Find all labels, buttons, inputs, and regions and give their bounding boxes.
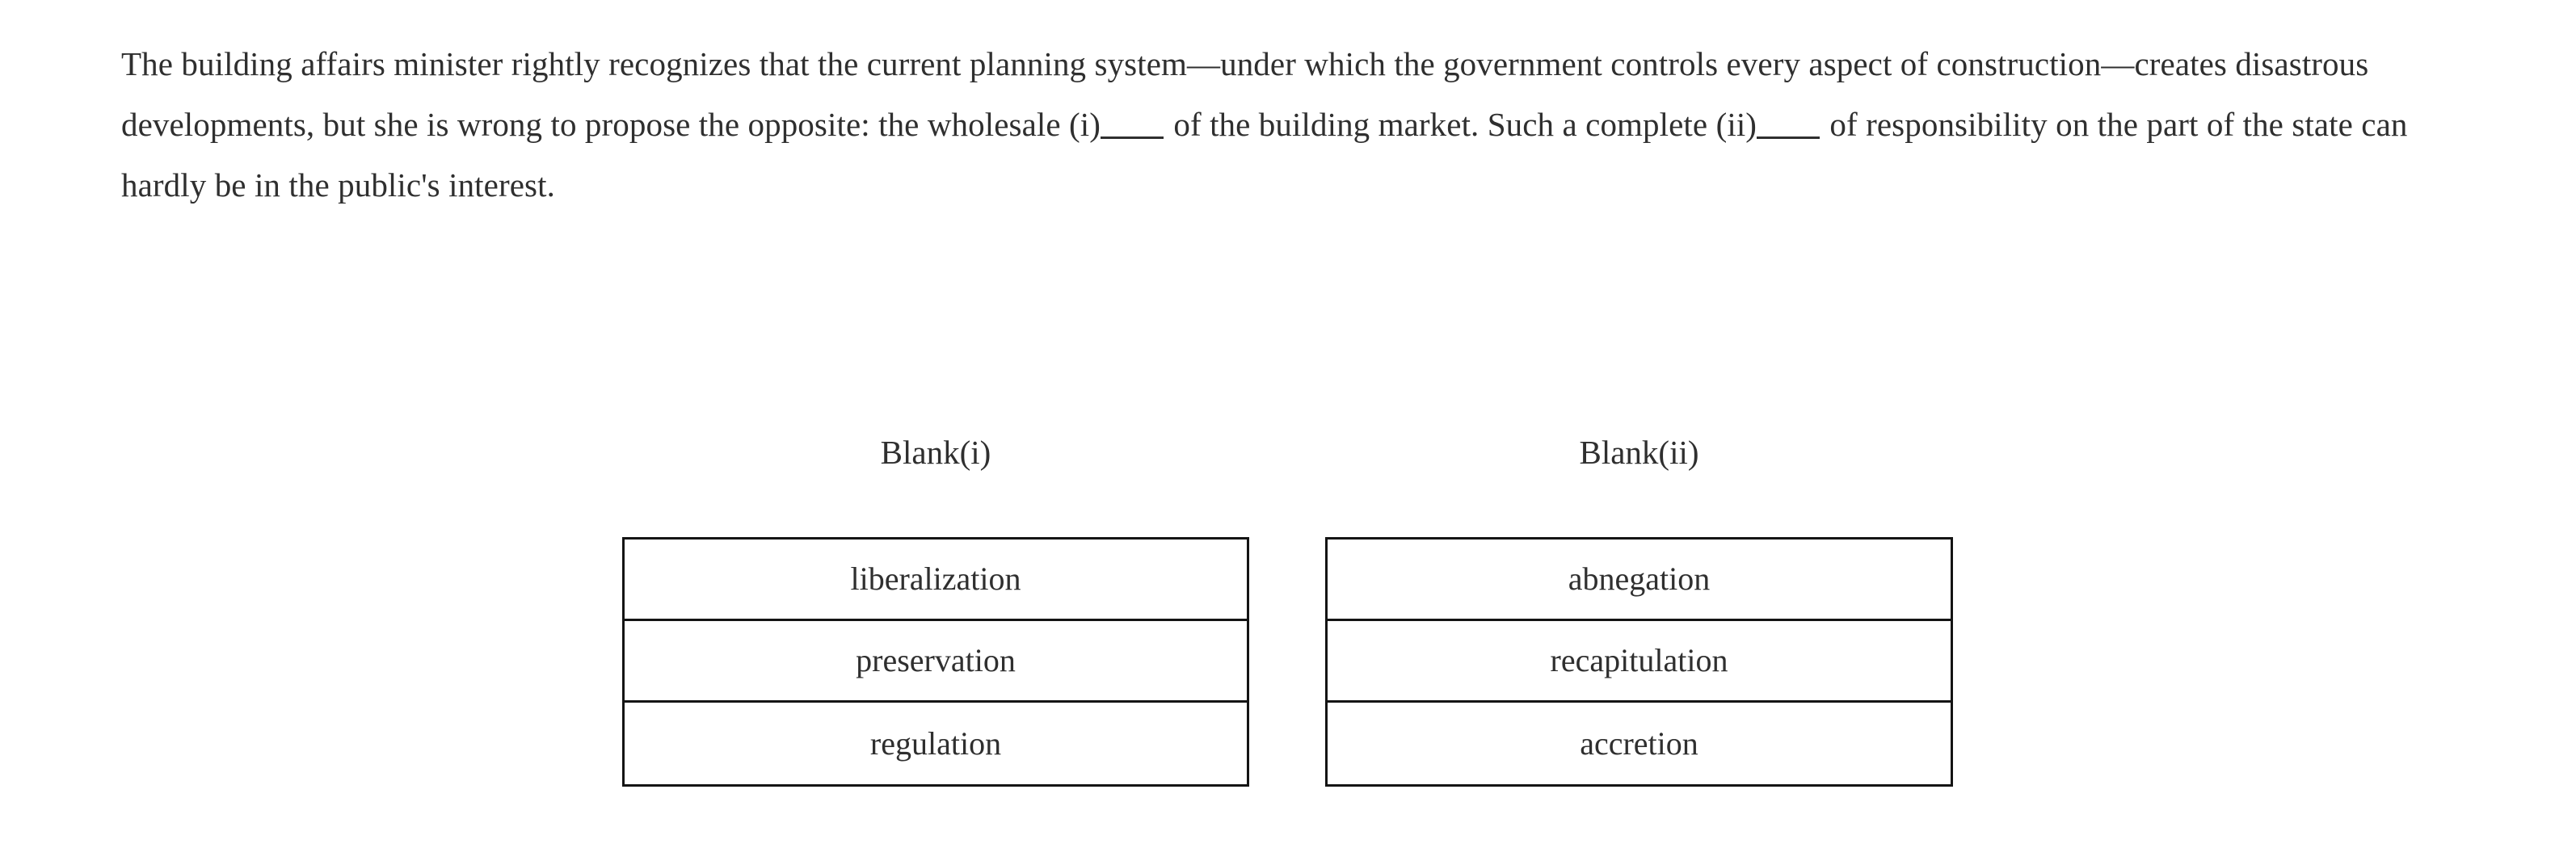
answer-option-blank-i-2[interactable]: preservation (625, 621, 1247, 703)
blank-i-underline (1101, 136, 1164, 139)
passage-part-2: of the building market. Such a complete … (1165, 106, 1757, 143)
passage-text: The building affairs minister rightly re… (121, 34, 2464, 216)
blank-ii-underline (1757, 136, 1820, 139)
answer-option-label: accretion (1580, 724, 1698, 762)
answer-option-label: preservation (856, 642, 1016, 678)
answer-option-label: liberalization (850, 561, 1021, 597)
answer-option-blank-ii-3[interactable]: accretion (1328, 703, 1951, 784)
answer-option-label: abnegation (1568, 561, 1711, 597)
passage-part-3: of responsibility on the part of the sta… (121, 106, 2408, 204)
answer-option-blank-i-3[interactable]: regulation (625, 703, 1247, 784)
answer-group-blank-ii-header: Blank(ii) (1579, 434, 1699, 471)
answer-group-blank-i: Blank(i) liberalization preservation reg… (622, 433, 1249, 787)
answer-table-blank-i: liberalization preservation regulation (622, 537, 1249, 787)
answer-table-blank-ii: abnegation recapitulation accretion (1325, 537, 1953, 787)
answer-option-blank-ii-2[interactable]: recapitulation (1328, 621, 1951, 703)
passage-part-1: The building affairs minister rightly re… (121, 45, 2369, 143)
answer-group-blank-i-header: Blank(i) (880, 434, 991, 471)
answer-group-blank-ii: Blank(ii) abnegation recapitulation accr… (1325, 433, 1953, 787)
answer-option-label: recapitulation (1550, 642, 1728, 678)
answer-option-label: regulation (869, 724, 1002, 762)
answer-option-blank-ii-1[interactable]: abnegation (1328, 540, 1951, 621)
answer-option-blank-i-1[interactable]: liberalization (625, 540, 1247, 621)
